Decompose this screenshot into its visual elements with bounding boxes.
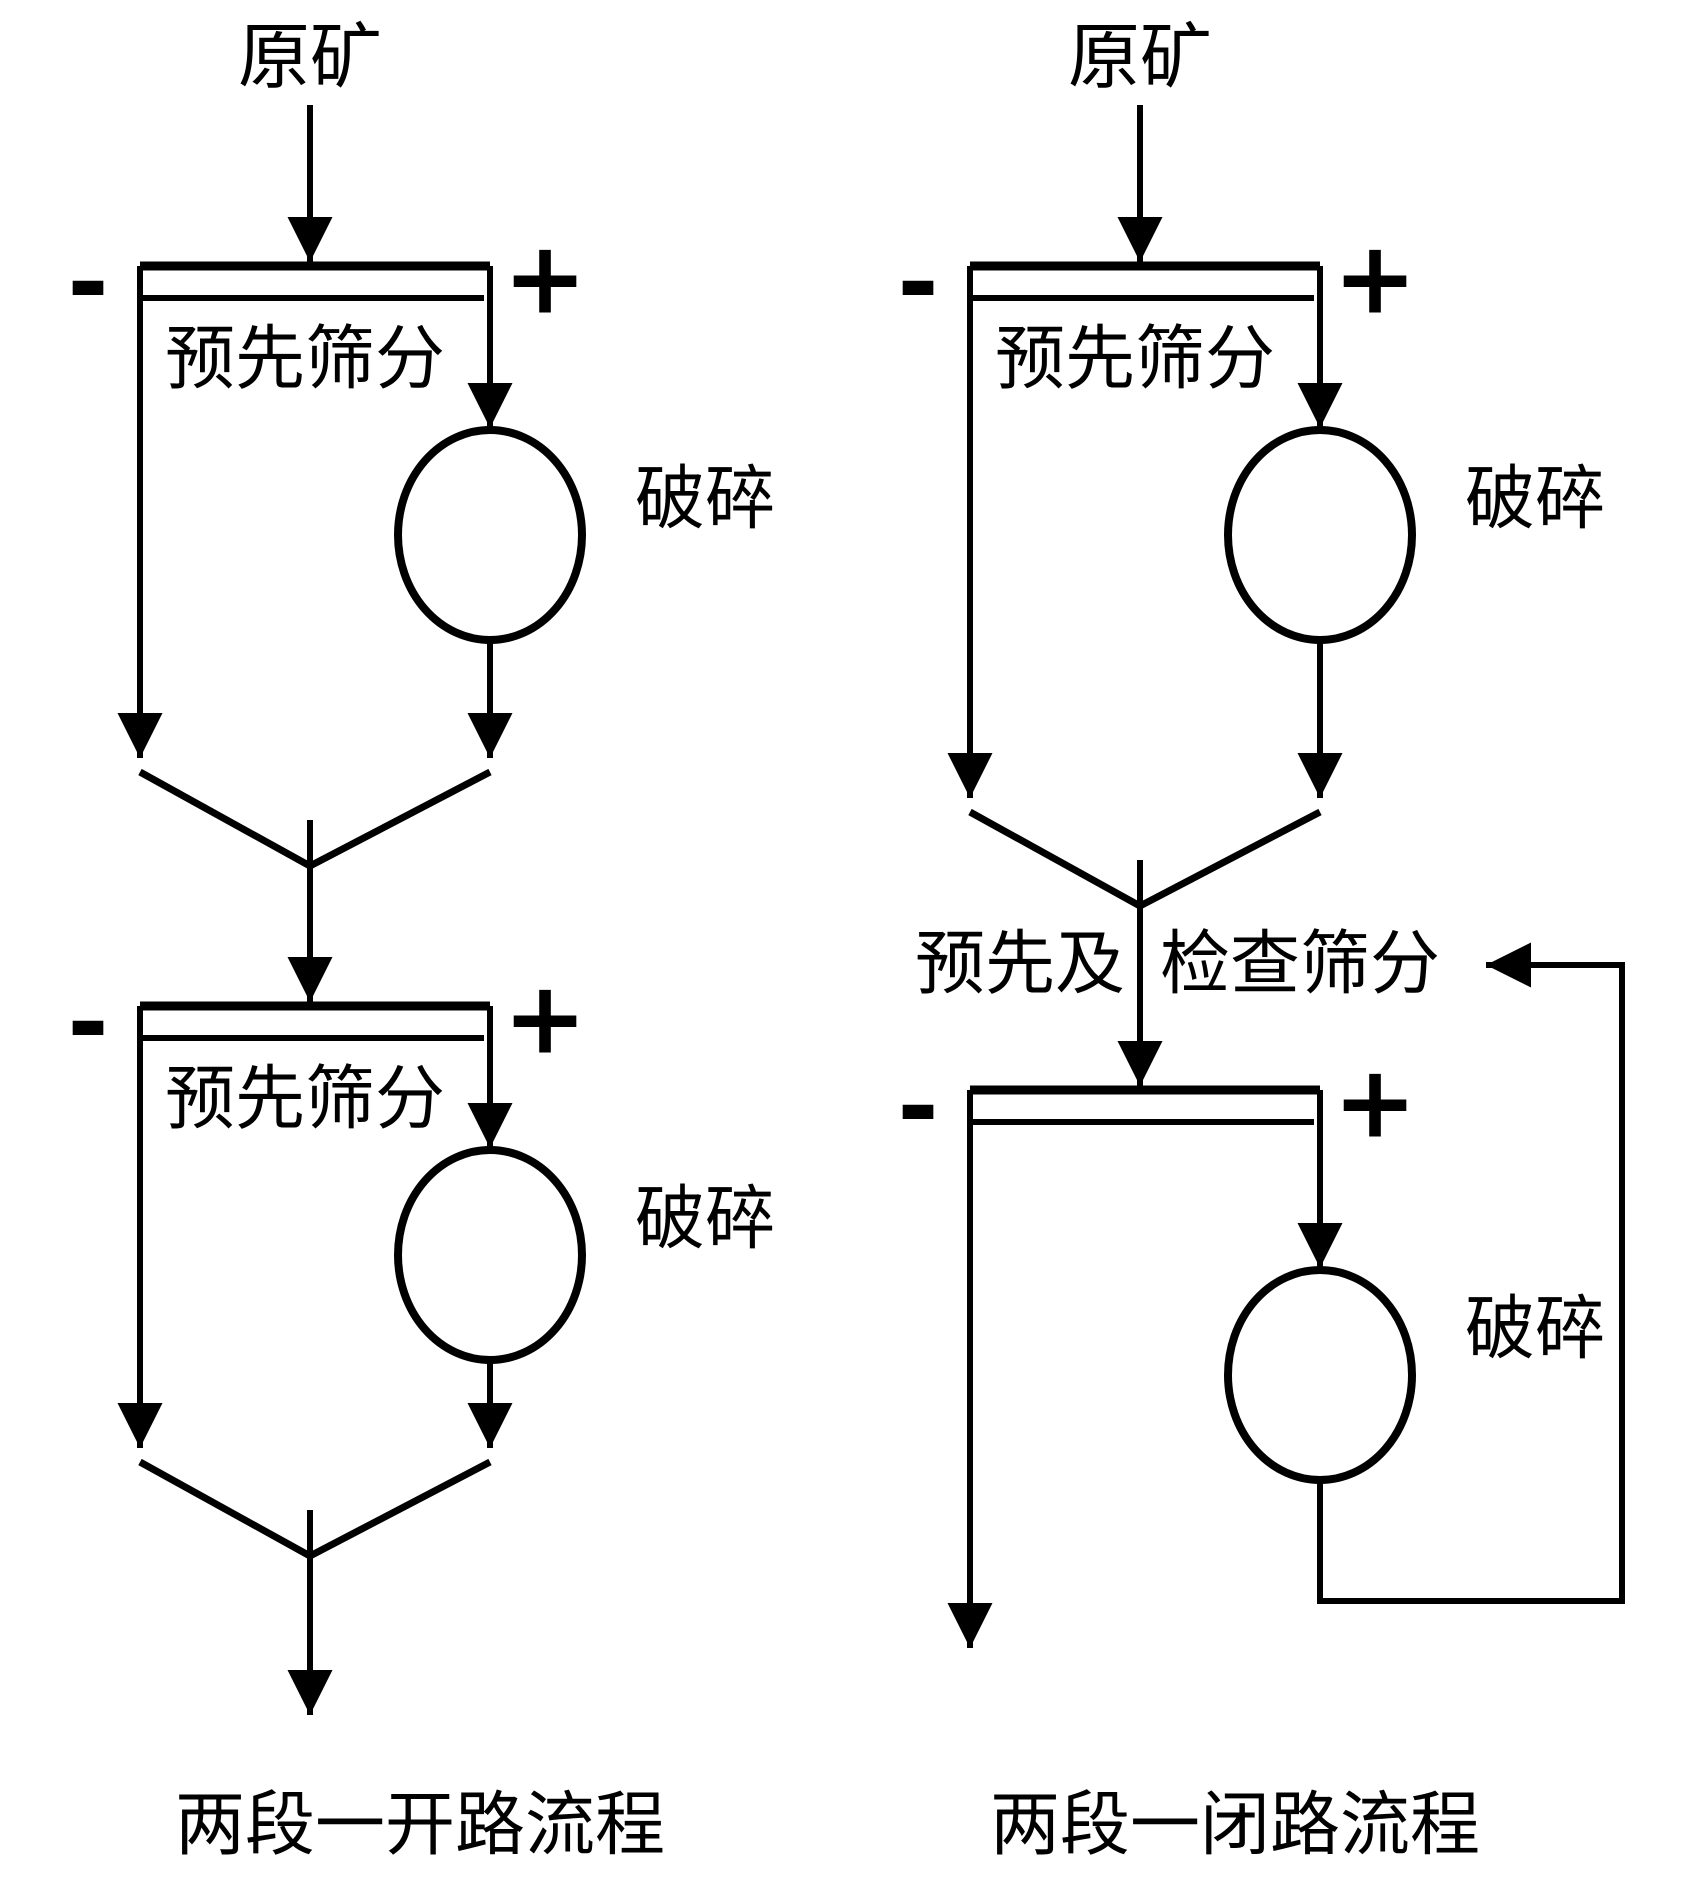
crusher-circle [394,426,586,644]
screen-label: 预先筛分 [165,1062,445,1139]
undersize-minus-label: - [897,224,939,341]
oversize-plus-label: + [1333,1044,1417,1161]
undersize-minus-label: - [897,1048,939,1165]
screen-label: 预先筛分 [995,322,1275,399]
diagram-caption: 两段一开路流程 [175,1788,665,1865]
converge-right-line [308,768,492,870]
converge-right-line [1138,808,1322,910]
feed-ore-label: 原矿 [238,18,382,98]
open-circuit-diagram: 原矿 - + 预先筛分 破碎 - + 预先筛分 破碎 [67,18,775,1865]
undersize-minus-label: - [67,224,109,341]
converge-left-line [138,1458,312,1560]
crusher-label: 破碎 [1465,462,1605,539]
crusher-circle [1224,426,1416,644]
oversize-plus-label: + [503,960,587,1077]
closed-circuit-diagram: 原矿 - + 预先筛分 破碎 预先及 检查筛分 - + 破碎 [897,18,1625,1865]
oversize-plus-label: + [503,220,587,337]
crusher-circle [394,1146,586,1364]
crusher-label: 破碎 [1465,1292,1605,1369]
screen-label: 预先筛分 [165,322,445,399]
crusher-label: 破碎 [635,462,775,539]
converge-left-line [138,768,312,870]
undersize-minus-label: - [67,964,109,1081]
converge-right-line [308,1458,492,1560]
recycle-return-arrow [1317,942,1625,1604]
screen-label-left: 预先及 [915,927,1125,1004]
feed-ore-label: 原矿 [1068,18,1212,98]
crusher-circle [1224,1266,1416,1484]
converge-left-line [968,808,1142,910]
diagram-caption: 两段一闭路流程 [990,1788,1480,1865]
screen-label-right: 检查筛分 [1160,927,1440,1004]
oversize-plus-label: + [1333,220,1417,337]
crusher-label: 破碎 [635,1182,775,1259]
